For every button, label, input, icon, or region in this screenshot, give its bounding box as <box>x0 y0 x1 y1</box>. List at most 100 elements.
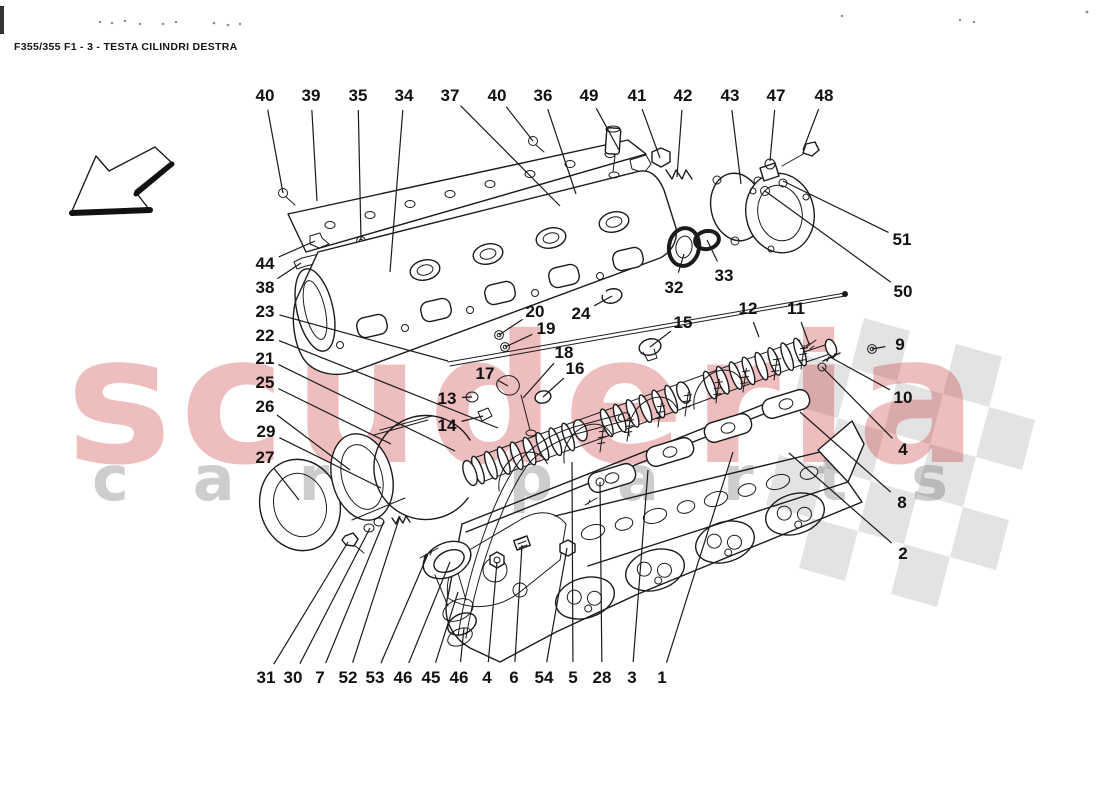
water-outlet <box>341 515 477 647</box>
leader-line <box>546 547 568 663</box>
leader-line <box>593 295 613 307</box>
callout-label: 20 <box>526 302 545 321</box>
flag-cell <box>884 381 943 444</box>
callout-label: 33 <box>715 266 734 285</box>
cam-lobe <box>483 450 498 480</box>
flag-cell <box>799 518 858 581</box>
checkered-flag <box>766 318 1035 607</box>
cam-lobe <box>625 398 640 428</box>
leader-line <box>278 340 499 429</box>
callout-label: 30 <box>284 668 303 687</box>
flag-cell <box>766 455 825 518</box>
callout-label: 5 <box>568 668 577 687</box>
callout-label: 22 <box>256 326 275 345</box>
flag-cell <box>858 481 917 544</box>
leader-line <box>459 627 465 663</box>
leader-line <box>799 411 892 493</box>
callout-label: 25 <box>256 373 275 392</box>
callout-label: 31 <box>257 668 276 687</box>
leader-line <box>357 109 362 241</box>
callout-label: 6 <box>509 668 518 687</box>
leader-line <box>649 330 672 348</box>
cam-lobe <box>535 431 550 461</box>
callout-label: 40 <box>256 86 275 105</box>
leader-line <box>764 190 892 283</box>
leader-line <box>769 109 776 162</box>
cam-lobe <box>664 384 679 414</box>
flag-cell <box>976 407 1035 470</box>
callout-label: 13 <box>438 389 457 408</box>
leader-line <box>325 520 385 664</box>
leader-line <box>514 544 523 663</box>
flag-cell <box>950 507 1009 570</box>
leader-line <box>498 318 523 336</box>
callout-label: 14 <box>438 416 457 435</box>
leader-line <box>547 109 577 195</box>
leader-line <box>273 468 300 501</box>
callout-label: 19 <box>537 319 556 338</box>
cam-lobe <box>728 361 743 391</box>
callout-label: 51 <box>893 230 912 249</box>
callout-label: 18 <box>555 343 574 362</box>
leader-line <box>752 321 760 338</box>
leader-line <box>461 415 484 422</box>
leader-line <box>279 314 449 362</box>
scan-noise <box>0 6 1089 34</box>
callout-label: 53 <box>366 668 385 687</box>
flag-cell <box>917 444 976 507</box>
leader-line <box>267 109 284 194</box>
callout-label: 21 <box>256 349 275 368</box>
leader-line <box>595 107 620 151</box>
intake-rings <box>258 414 471 552</box>
callout-label: 17 <box>476 364 495 383</box>
callout-label: 3 <box>627 668 636 687</box>
cylinder-head <box>445 344 865 663</box>
callout-label: 45 <box>422 668 441 687</box>
callout-label: 47 <box>767 86 786 105</box>
callout-label: 46 <box>394 668 413 687</box>
leader-line <box>278 388 392 445</box>
leader-line <box>504 333 533 348</box>
callout-label: 29 <box>257 422 276 441</box>
leader-line <box>871 346 886 350</box>
direction-arrow-icon <box>69 146 175 216</box>
leader-line <box>352 515 401 663</box>
callout-label: 34 <box>395 86 414 105</box>
leader-line <box>380 553 429 664</box>
flag-cell <box>943 344 1002 407</box>
callout-label: 54 <box>535 668 554 687</box>
leader-line <box>788 452 893 544</box>
cam-lobe <box>767 347 782 376</box>
cam-lobe <box>702 370 717 400</box>
leader-line <box>273 541 349 665</box>
callout-label: 38 <box>256 278 275 297</box>
callout-label: 16 <box>566 359 585 378</box>
leader-line <box>676 109 683 178</box>
leader-line <box>487 561 498 663</box>
valve-cover <box>292 170 678 376</box>
leader-line <box>505 106 534 142</box>
leader-line <box>278 240 316 258</box>
flag-cell <box>891 544 950 607</box>
leader-line <box>497 379 509 387</box>
callout-label: 48 <box>815 86 834 105</box>
cam-lobe <box>612 403 627 433</box>
callout-label: 7 <box>315 668 324 687</box>
watermark-car-parts: car parts <box>92 442 1012 515</box>
callout-label: 44 <box>256 254 275 273</box>
callout-label: 2 <box>898 544 907 563</box>
callout-label: 26 <box>256 397 275 416</box>
bent-pipe <box>457 412 631 639</box>
leader-line <box>460 105 561 207</box>
callout-label: 50 <box>894 282 913 301</box>
leader-line <box>677 253 685 273</box>
callout-label: 23 <box>256 302 275 321</box>
callout-label: 9 <box>895 335 904 354</box>
leader-line <box>277 262 302 280</box>
callout-label: 43 <box>721 86 740 105</box>
callout-label: 12 <box>739 299 758 318</box>
leader-line <box>542 377 565 398</box>
leader-line <box>782 180 889 233</box>
